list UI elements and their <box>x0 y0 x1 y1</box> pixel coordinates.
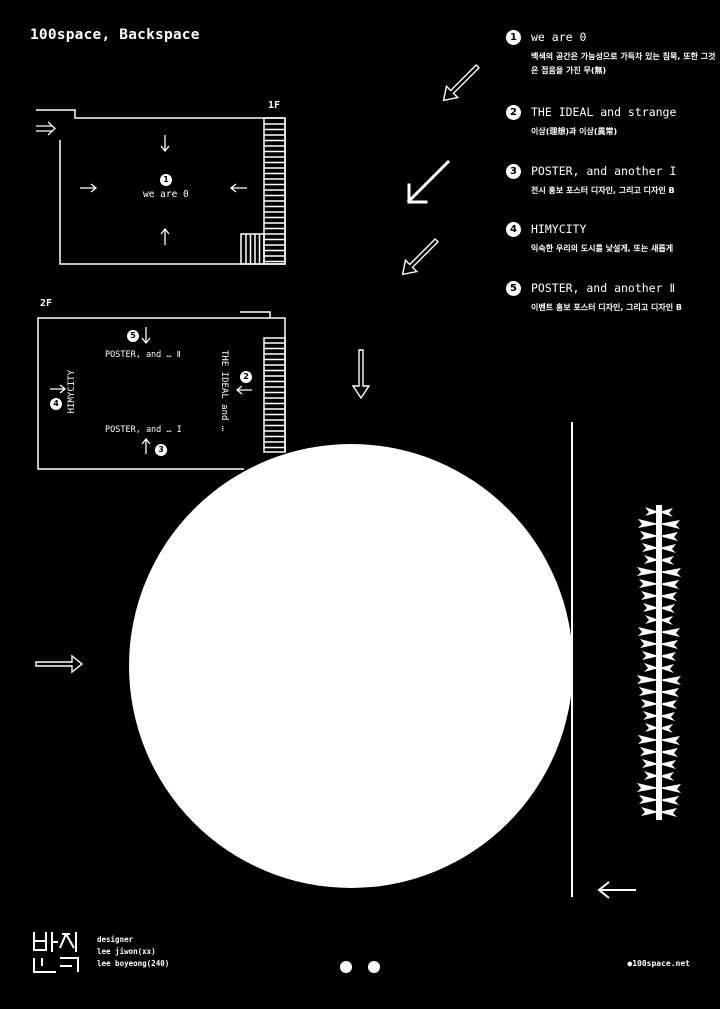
floor2-plan <box>37 311 286 470</box>
credits-role: designer <box>97 935 134 944</box>
dot-left <box>340 961 352 973</box>
pattern-leaf <box>645 723 673 733</box>
pattern-strip <box>637 505 681 820</box>
program-number: 4 <box>506 222 521 237</box>
map-number: 5 <box>127 330 139 342</box>
pattern-leaf <box>638 519 680 529</box>
program-number: 1 <box>506 30 521 45</box>
pattern-leaf <box>643 603 675 613</box>
pattern-leaf <box>640 531 678 541</box>
large-white-circle <box>129 444 573 888</box>
credits: designer lee jiwon(xx) lee boyeong(240) <box>97 934 169 970</box>
floor1-plan <box>36 109 286 265</box>
pattern-leaf <box>641 807 677 817</box>
bold-diagonal-arrow <box>406 159 451 204</box>
pattern-leaf <box>638 627 680 637</box>
floor-label-2f: 2F <box>40 298 53 309</box>
program-number: 5 <box>506 281 521 296</box>
map-number: 3 <box>155 444 167 456</box>
left-arrow-bottom <box>597 881 636 899</box>
pattern-leaf <box>642 759 676 769</box>
floor-label-1f: 1F <box>268 100 281 111</box>
program-title: we are 0 <box>531 30 587 44</box>
map-number: 1 <box>160 174 172 186</box>
pattern-leaf <box>645 615 673 625</box>
program-number: 3 <box>506 164 521 179</box>
program-title: POSTER, and another Ⅱ <box>531 281 676 295</box>
pattern-leaf <box>642 651 676 661</box>
program-description: 백색의 공간은 가능성으로 가득차 있는 침묵, 또한 그것은 접음을 가진 무… <box>531 52 716 75</box>
program-description: 익숙한 우리의 도시를 낯설게, 또는 새롭게 <box>531 244 674 253</box>
program-title: THE IDEAL and strange <box>531 105 677 119</box>
floor1-arrows <box>36 121 247 245</box>
100space-logo-icon <box>33 932 79 973</box>
pattern-leaf <box>637 567 681 577</box>
program-description: 이벤트 홍보 포스터 디자인, 그리고 디자인 B <box>531 303 682 312</box>
pattern-leaf <box>643 711 675 721</box>
program-description: 전시 홍보 포스터 디자인, 그리고 디자인 B <box>531 186 675 195</box>
pattern-leaf <box>644 555 674 565</box>
outline-arrows <box>35 64 480 674</box>
program-description: 이상(理想)과 이상(異常) <box>531 127 618 136</box>
dot-right <box>368 961 380 973</box>
pattern-leaf <box>637 675 681 685</box>
poster-title: 100space, Backspace <box>30 27 200 43</box>
pattern-leaf <box>641 591 677 601</box>
pattern-leaf <box>637 783 681 793</box>
pattern-leaf <box>640 747 678 757</box>
credits-name: lee boyeong(240) <box>97 959 170 968</box>
program-title: POSTER, and another I <box>531 164 677 178</box>
program-number: 2 <box>506 105 521 120</box>
map-room-label: POSTER, and … Ⅱ <box>105 350 181 360</box>
pattern-leaf <box>640 639 678 649</box>
pattern-leaf <box>644 771 674 781</box>
pattern-leaf <box>638 735 680 745</box>
map-room-label: POSTER, and … I <box>105 425 182 435</box>
program-title: HIMYCITY <box>531 222 587 236</box>
pattern-leaf <box>639 687 679 697</box>
pattern-leaf <box>645 507 673 517</box>
credits-name: lee jiwon(xx) <box>97 947 156 956</box>
map-room-label-vertical: THE IDEAL and … <box>219 350 229 432</box>
map-room-label: we are 0 <box>143 189 189 200</box>
pattern-leaf <box>639 795 679 805</box>
pattern-leaf <box>642 543 676 553</box>
pattern-leaf <box>644 663 674 673</box>
pattern-leaf <box>641 699 677 709</box>
pattern-leaf <box>639 579 679 589</box>
website-url: ●100space.net <box>627 959 690 968</box>
floor2-arrows <box>50 327 252 454</box>
map-number: 2 <box>240 371 252 383</box>
map-number: 4 <box>50 398 62 410</box>
map-room-label-vertical: HIMYCITY <box>67 370 77 414</box>
